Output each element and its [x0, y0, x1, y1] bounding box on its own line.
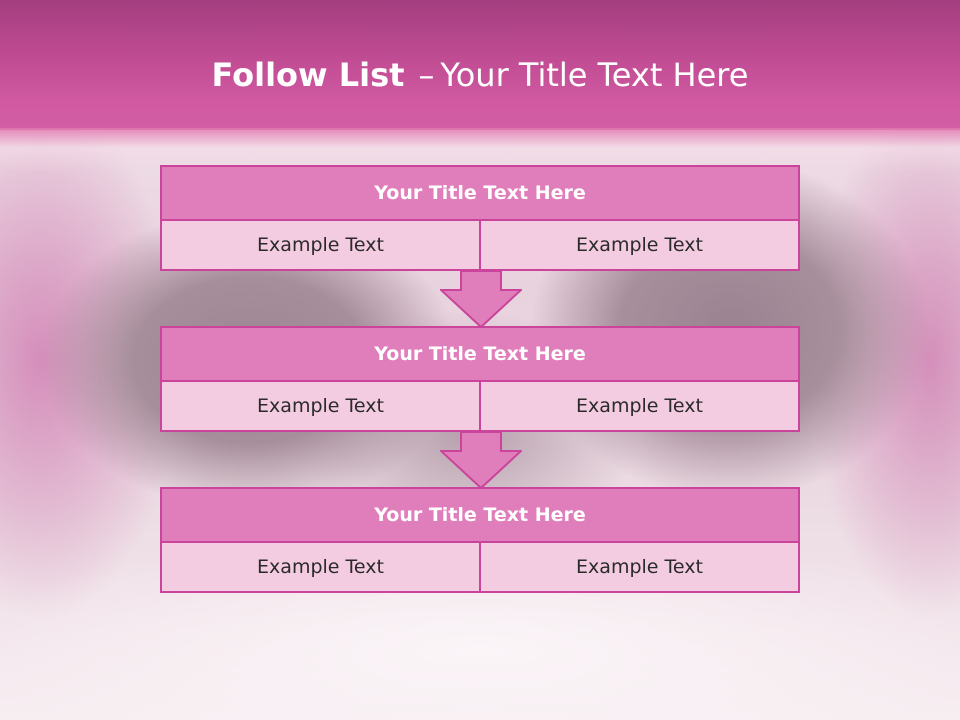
- down-arrow-icon: [440, 270, 522, 328]
- list-block-1: Your Title Text Here Example Text Exampl…: [160, 165, 800, 271]
- title-bar: [0, 0, 960, 130]
- block-heading: Your Title Text Here: [160, 326, 800, 382]
- block-cell-right: Example Text: [481, 543, 800, 593]
- block-heading: Your Title Text Here: [160, 165, 800, 221]
- block-cell-left: Example Text: [160, 382, 481, 432]
- slide-title: Follow List–Your Title Text Here: [0, 52, 960, 98]
- list-block-3: Your Title Text Here Example Text Exampl…: [160, 487, 800, 593]
- list-block-2: Your Title Text Here Example Text Exampl…: [160, 326, 800, 432]
- title-bar-fade: [0, 128, 960, 172]
- block-cell-right: Example Text: [481, 221, 800, 271]
- slide-title-rest: Your Title Text Here: [440, 56, 749, 94]
- slide-title-bold: Follow List: [211, 56, 405, 94]
- block-cells: Example Text Example Text: [160, 382, 800, 432]
- block-cell-right: Example Text: [481, 382, 800, 432]
- down-arrow-icon: [440, 431, 522, 489]
- block-heading: Your Title Text Here: [160, 487, 800, 543]
- block-cells: Example Text Example Text: [160, 543, 800, 593]
- block-cell-left: Example Text: [160, 221, 481, 271]
- slide-title-dash: –: [418, 56, 435, 94]
- block-cells: Example Text Example Text: [160, 221, 800, 271]
- block-cell-left: Example Text: [160, 543, 481, 593]
